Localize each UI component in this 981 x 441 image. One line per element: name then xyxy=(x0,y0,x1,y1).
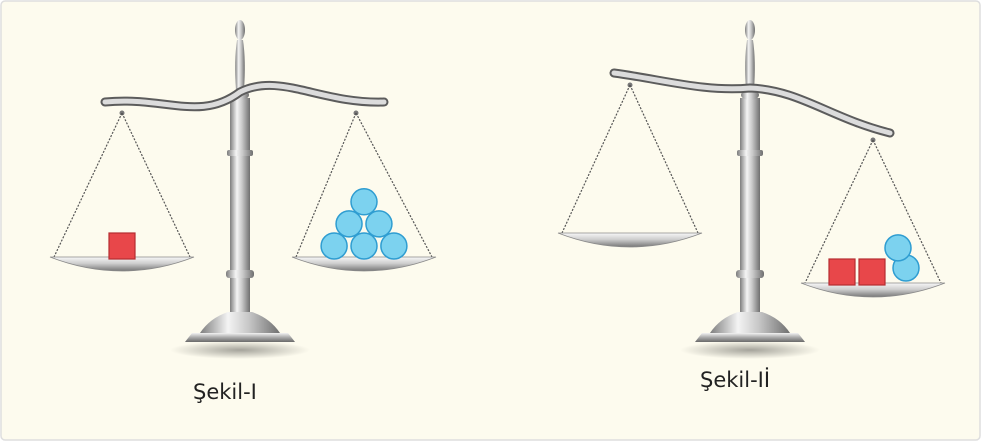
blue-ball xyxy=(351,189,377,215)
blue-ball xyxy=(366,211,392,237)
column xyxy=(740,98,760,312)
base-shadow xyxy=(680,341,820,359)
figure-2-caption: Şekil-Iİ xyxy=(700,368,770,392)
base-shadow xyxy=(170,341,310,359)
column-ring xyxy=(736,270,764,278)
red-block xyxy=(829,259,855,285)
base-plate xyxy=(185,333,295,342)
blue-ball xyxy=(336,211,362,237)
blue-ball xyxy=(351,233,377,259)
red-block xyxy=(859,259,885,285)
base-plate xyxy=(695,333,805,342)
finial-top xyxy=(235,20,245,40)
blue-ball xyxy=(321,233,347,259)
column-ring xyxy=(737,150,763,156)
blue-ball xyxy=(885,235,911,261)
finial-top xyxy=(745,20,755,40)
figure-1-caption: Şekil-I xyxy=(193,380,257,404)
finial-stem xyxy=(235,40,245,90)
column-ring xyxy=(226,270,254,278)
blue-ball xyxy=(381,233,407,259)
red-block xyxy=(109,233,135,259)
finial-stem xyxy=(745,40,755,90)
column xyxy=(230,98,250,312)
column-ring xyxy=(227,150,253,156)
